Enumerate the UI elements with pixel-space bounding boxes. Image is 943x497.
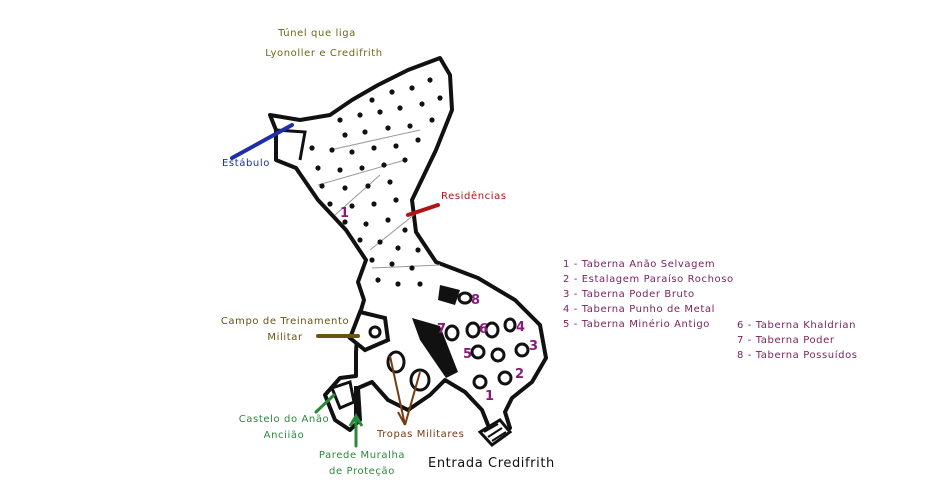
castle-arrow [314, 393, 336, 414]
tavern-marker: 5 [463, 347, 472, 362]
tavern-legend-column-1: 1 - Taberna Anão Selvagem 2 - Estalagem … [563, 257, 734, 332]
legend-item: 8 - Taberna Possuídos [737, 350, 858, 361]
tavern-marker: 1 [340, 206, 349, 221]
stable-arrow [230, 123, 294, 160]
tavern-marker: 4 [516, 320, 525, 335]
entrance-gate-hatch [483, 423, 507, 442]
wall-arrow-head [348, 413, 364, 427]
training-label-line2: Militar [267, 332, 303, 343]
troops-arrows [389, 355, 421, 426]
city-outline [268, 56, 548, 437]
tavern-marker: 2 [515, 367, 524, 382]
tavern-marker: 6 [479, 322, 488, 337]
stable-label: Estábulo [222, 158, 270, 169]
residence-dots [309, 77, 443, 287]
residences-arrow [406, 203, 440, 217]
street-lines [317, 129, 441, 269]
troops-label: Tropas Militares [377, 429, 465, 440]
wall-label-line2: de Proteção [329, 466, 395, 477]
tavern-marker: 3 [529, 339, 538, 354]
tavern-marker: 1 [485, 389, 494, 404]
tunnel-label-line2: Lyonoller e Credifrith [265, 48, 383, 59]
legend-item: 7 - Taberna Poder [737, 335, 835, 346]
tavern-marker: 8 [471, 293, 480, 308]
entrance-label: Entrada Credifrith [428, 456, 555, 471]
residences-label: Residências [441, 191, 507, 202]
tavern-buildings [368, 291, 530, 392]
legend-item: 4 - Taberna Punho de Metal [563, 304, 716, 315]
castle-label-line1: Castelo do Anão [238, 414, 330, 425]
tunnel-label-line1: Túnel que liga [278, 28, 356, 39]
tavern-marker: 7 [437, 322, 446, 337]
legend-item: 6 - Taberna Khaldrian [737, 320, 857, 331]
inner-block-center [412, 318, 458, 378]
protection-wall [354, 386, 360, 420]
tavern-legend-column-2: 6 - Taberna Khaldrian 7 - Taberna Poder … [737, 318, 858, 363]
castle-label-line2: Anciião [263, 430, 305, 441]
legend-item: 3 - Taberna Poder Bruto [563, 289, 695, 300]
training-label-line1: Campo de Treinamento [220, 316, 350, 327]
legend-item: 5 - Taberna Minério Antigo [563, 319, 711, 330]
rock-feature [438, 285, 460, 305]
wall-label-line1: Parede Muralha [318, 450, 406, 461]
legend-item: 1 - Taberna Anão Selvagem [563, 259, 716, 270]
legend-item: 2 - Estalagem Paraíso Rochoso [563, 274, 734, 285]
